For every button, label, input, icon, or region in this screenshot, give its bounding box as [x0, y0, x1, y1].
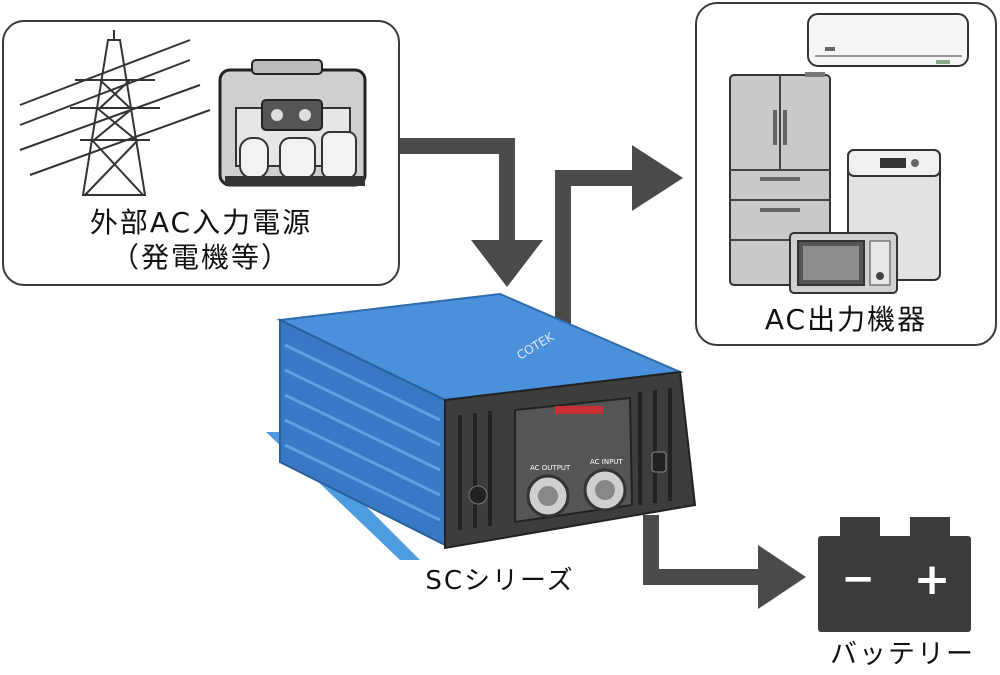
air-conditioner-icon	[807, 13, 969, 67]
battery-plus-sign: +	[914, 554, 951, 605]
ac-input-source-line1: 外部AC入力電源	[89, 206, 313, 239]
ac-input-source-label: 外部AC入力電源 （発電機等）	[2, 205, 400, 275]
arrow-source-to-inverter	[400, 138, 543, 287]
arrow-inverter-to-battery	[643, 515, 806, 609]
ac-output-devices-label: AC出力機器	[764, 303, 928, 336]
generator-icon	[218, 59, 367, 187]
ac-output-port-label: AC OUTPUT	[530, 464, 571, 472]
ac-input-source-line2: （発電機等）	[110, 241, 291, 274]
ac-input-port-label: AC INPUT	[590, 458, 623, 466]
battery-icon	[818, 517, 971, 632]
inverter-icon	[266, 292, 697, 560]
battery-minus-sign: −	[841, 556, 875, 602]
battery-label: バッテリー	[830, 639, 975, 670]
arrow-inverter-to-devices	[555, 145, 683, 330]
microwave-icon	[789, 232, 898, 294]
power-tower-icon	[19, 30, 211, 196]
inverter-series-label: SCシリーズ	[425, 566, 575, 596]
